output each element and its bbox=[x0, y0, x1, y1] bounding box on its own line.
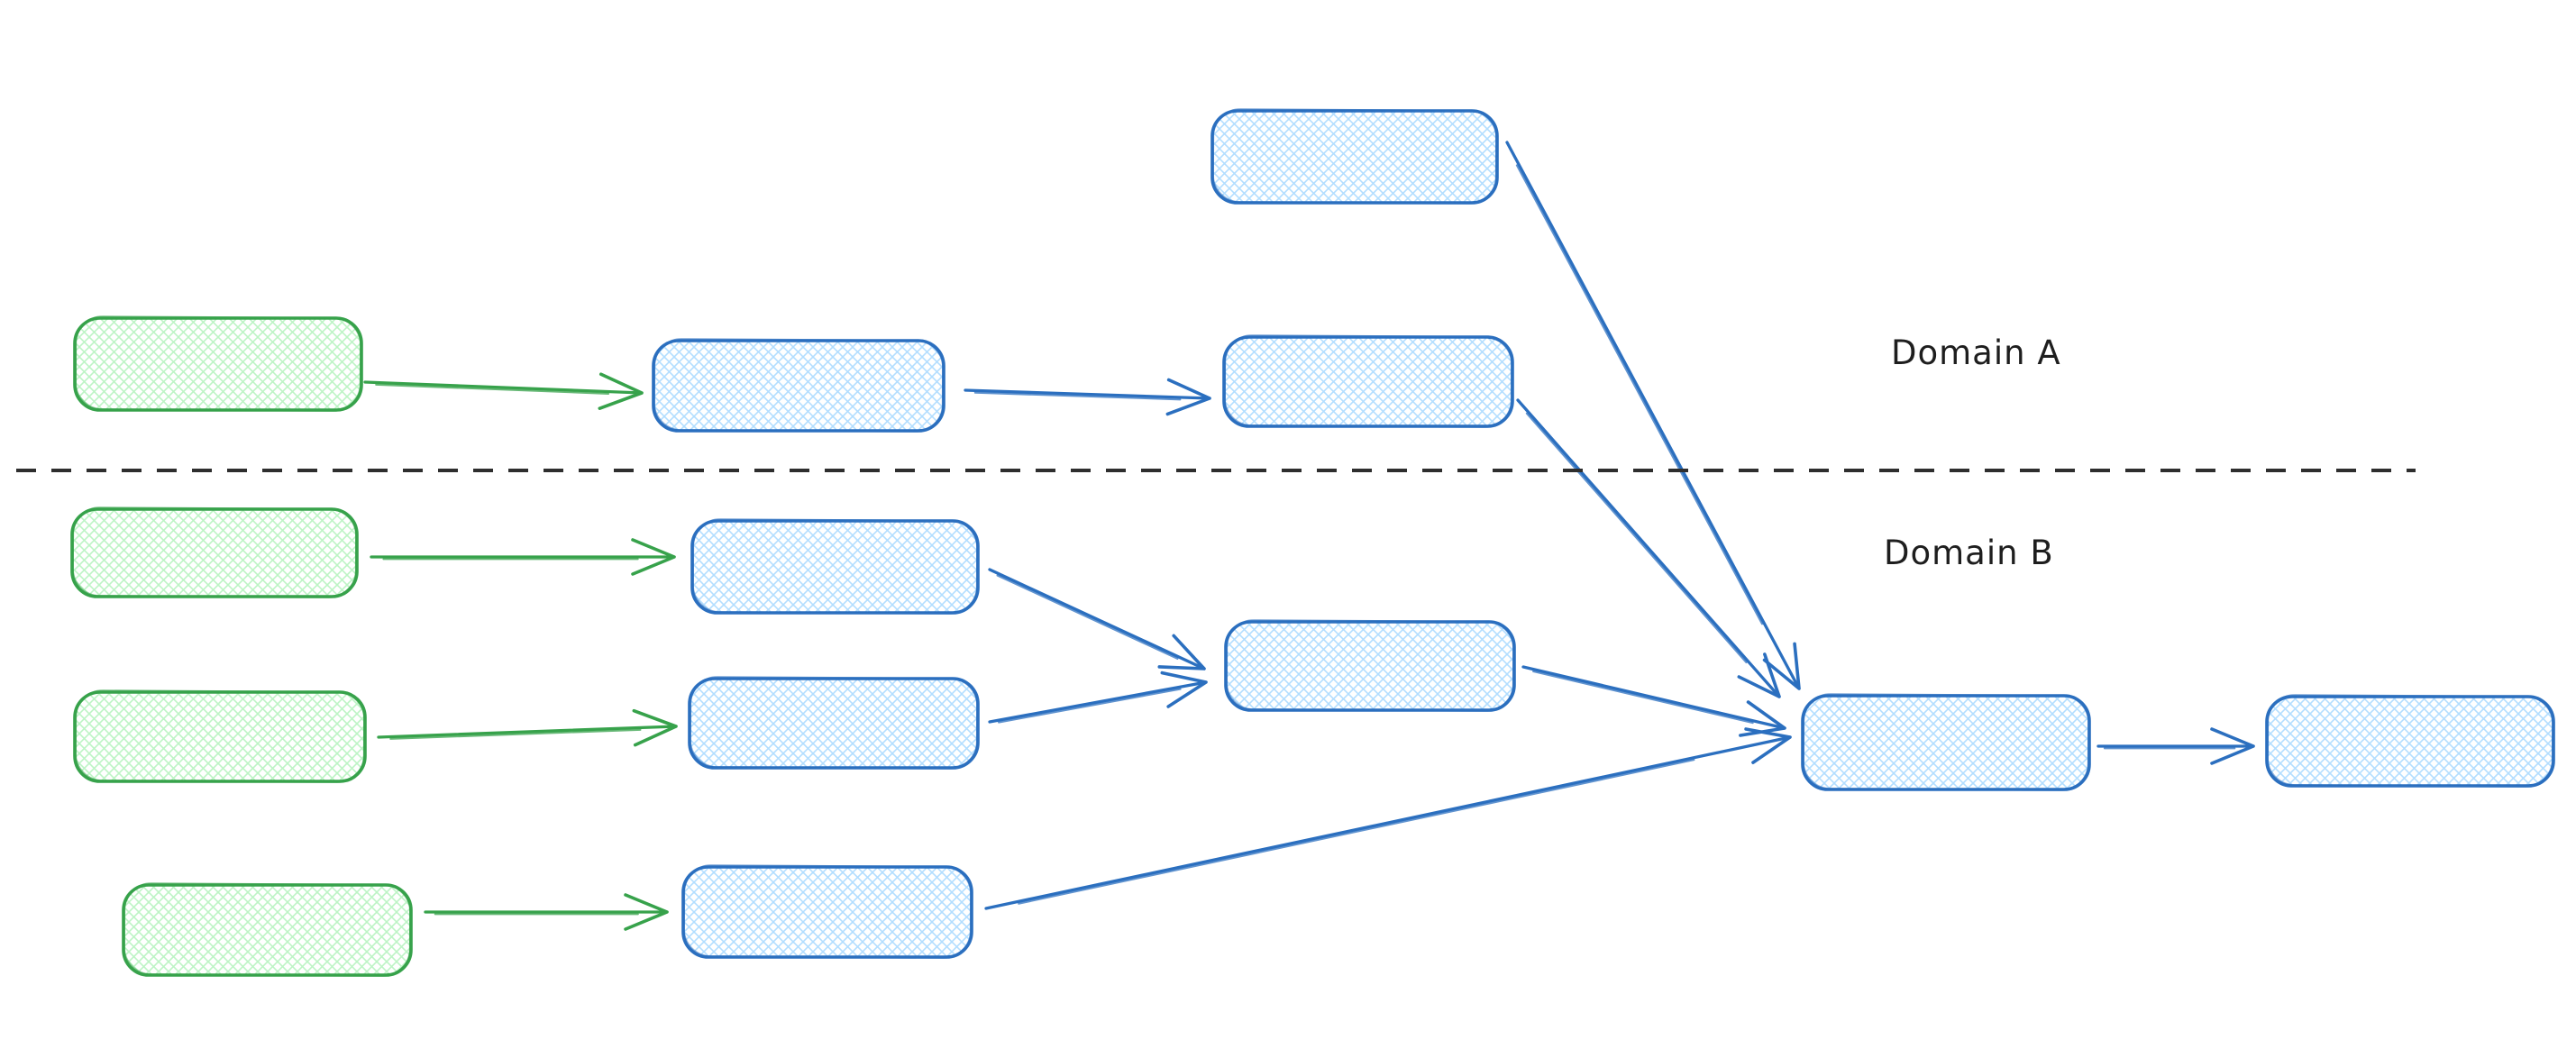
node-green-b3[interactable] bbox=[122, 882, 413, 977]
node-sketch-stroke bbox=[74, 315, 362, 412]
node-blue-a2[interactable] bbox=[1222, 334, 1514, 428]
node-sketch-stroke bbox=[71, 506, 358, 598]
arrow-shaft bbox=[1521, 665, 1786, 737]
arrow-shaft bbox=[377, 708, 678, 747]
node-blue-b1[interactable] bbox=[690, 518, 980, 615]
arrow-shaft bbox=[363, 372, 644, 410]
node-shape bbox=[122, 883, 413, 977]
node-green-b1[interactable] bbox=[70, 506, 359, 598]
arrow-sketch-stroke bbox=[996, 574, 1179, 660]
node-green-a[interactable] bbox=[73, 315, 363, 412]
arrow-sketch-stroke bbox=[1525, 412, 1748, 664]
node-blue-b-mid[interactable] bbox=[1224, 619, 1516, 712]
arrow-blue-mid-to-hub[interactable] bbox=[1521, 665, 1786, 737]
arrow-blue-top-to-hub[interactable] bbox=[1505, 141, 1801, 690]
arrow-shaft bbox=[964, 378, 1211, 416]
domain-b-label[interactable]: Domain B bbox=[1884, 534, 2054, 572]
node-shape bbox=[70, 507, 359, 598]
node-blue-top[interactable] bbox=[1210, 108, 1499, 205]
node-shape bbox=[2265, 695, 2555, 788]
node-shape bbox=[73, 690, 367, 783]
node-sketch-stroke bbox=[691, 518, 979, 615]
node-sketch-stroke bbox=[682, 864, 973, 959]
node-shape bbox=[681, 865, 973, 959]
arrow-blue-b3-to-hub[interactable] bbox=[984, 727, 1792, 910]
arrow-green-b1-to-blue-b1[interactable] bbox=[370, 538, 676, 576]
node-sketch-stroke bbox=[1223, 334, 1513, 428]
arrow-shaft bbox=[1505, 141, 1801, 690]
node-blue-a1[interactable] bbox=[652, 338, 945, 433]
arrow-sketch-stroke bbox=[1532, 670, 1754, 725]
arrow-blue-a1-to-blue-a2[interactable] bbox=[964, 378, 1211, 416]
arrow-blue-hub-to-right[interactable] bbox=[2096, 727, 2255, 765]
node-sketch-stroke bbox=[689, 676, 979, 770]
node-sketch-stroke bbox=[1802, 693, 2090, 791]
arrow-sketch-stroke bbox=[1018, 759, 1695, 905]
arrow-sketch-stroke bbox=[1515, 164, 1764, 625]
arrow-sketch-stroke bbox=[375, 383, 610, 395]
node-blue-hub[interactable] bbox=[1801, 693, 2091, 791]
node-shape bbox=[688, 677, 980, 770]
domain-a-label[interactable]: Domain A bbox=[1891, 333, 2061, 372]
node-shape bbox=[1210, 109, 1499, 205]
arrow-shaft bbox=[988, 568, 1206, 670]
node-blue-b3[interactable] bbox=[681, 864, 973, 959]
node-sketch-stroke bbox=[1225, 619, 1515, 712]
arrow-sketch-stroke bbox=[998, 688, 1182, 724]
node-shape bbox=[73, 316, 363, 412]
arrow-sketch-stroke bbox=[389, 728, 642, 740]
arrow-green-b2-to-blue-b2[interactable] bbox=[377, 708, 678, 747]
node-sketch-stroke bbox=[123, 882, 412, 977]
node-sketch-stroke bbox=[2266, 694, 2554, 788]
node-sketch-stroke bbox=[1211, 108, 1498, 205]
arrow-shaft bbox=[1516, 398, 1781, 698]
arrow-shaft bbox=[988, 670, 1208, 724]
arrow-green-b3-to-blue-b3[interactable] bbox=[424, 893, 669, 931]
arrow-green-a-to-blue-a1[interactable] bbox=[363, 372, 644, 410]
node-shape bbox=[1224, 620, 1516, 712]
arrow-blue-a2-to-hub[interactable] bbox=[1516, 398, 1781, 698]
arrow-blue-b2-to-mid[interactable] bbox=[988, 670, 1208, 724]
node-green-b2[interactable] bbox=[73, 689, 367, 783]
arrow-sketch-stroke bbox=[973, 391, 1182, 401]
arrow-blue-b1-to-mid[interactable] bbox=[988, 568, 1206, 670]
node-shape bbox=[652, 339, 945, 433]
node-sketch-stroke bbox=[653, 338, 945, 433]
node-shape bbox=[1801, 694, 2091, 791]
node-blue-b2[interactable] bbox=[688, 676, 980, 770]
node-blue-right[interactable] bbox=[2265, 694, 2555, 788]
node-sketch-stroke bbox=[74, 689, 366, 783]
node-shape bbox=[1222, 335, 1514, 428]
arrow-shaft bbox=[984, 727, 1792, 910]
node-shape bbox=[690, 519, 980, 615]
